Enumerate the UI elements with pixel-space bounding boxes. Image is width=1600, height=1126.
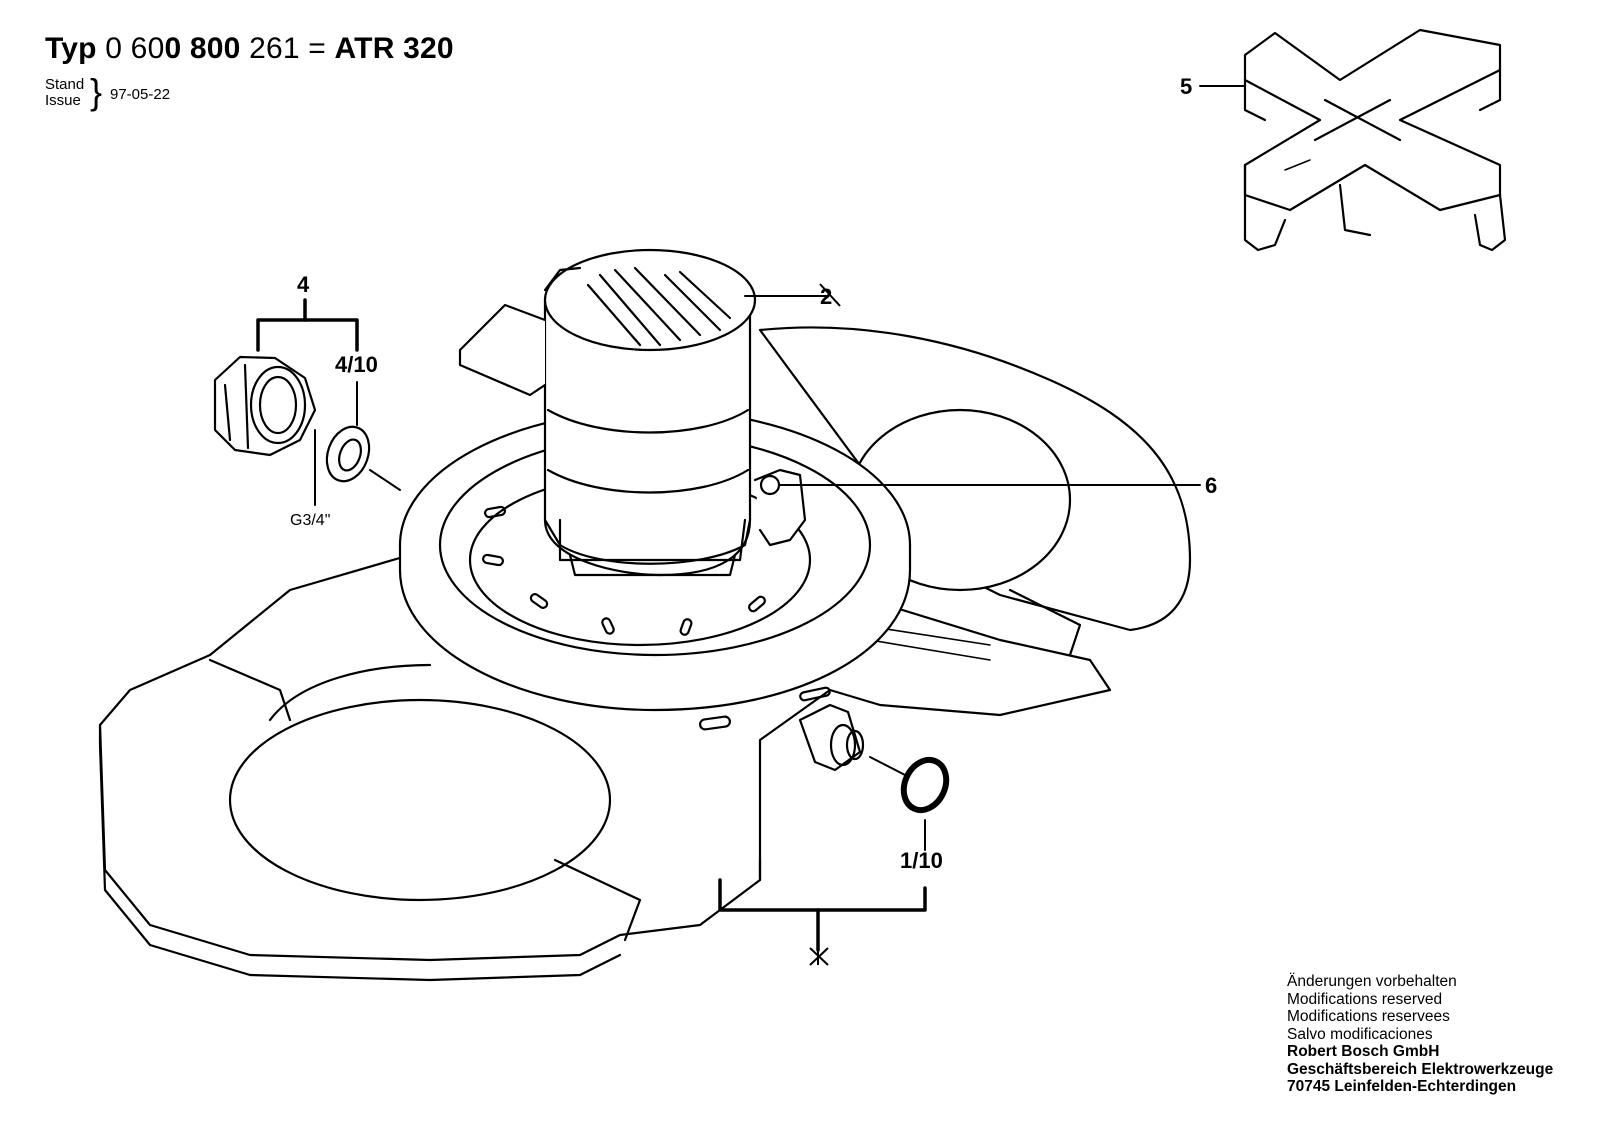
coupling-nut [213, 355, 317, 457]
strike-mark-icon [809, 283, 841, 966]
model-name: ATR 320 [334, 32, 454, 65]
footer-division: Geschäftsbereich Elektrowerkzeuge [1287, 1060, 1554, 1078]
issue-date: 97-05-22 [110, 86, 171, 103]
thread-size-label: G3/4" [290, 512, 330, 529]
stand-label: Stand [45, 76, 85, 93]
hose-connector [798, 703, 865, 772]
footer-line-de: Änderungen vorbehalten [1287, 973, 1457, 990]
footer-address: 70745 Leinfelden-Echterdingen [1287, 1078, 1517, 1095]
issue-label: Issue [45, 92, 81, 109]
motor-housing [458, 248, 807, 577]
callout-1-10: 1/10 [900, 848, 943, 873]
page-title: Typ 0 600 800 261 = ATR 320 [45, 32, 454, 66]
o-ring-1-10 [900, 756, 950, 814]
typ-label: Typ [45, 32, 97, 65]
stand-issue-labels: Stand Issue [45, 77, 84, 109]
footer-notice: Änderungen vorbehalten Modifications res… [1287, 973, 1553, 1096]
callout-6: 6 [1205, 473, 1217, 498]
brace-icon: } [90, 71, 103, 112]
washer-4-10 [325, 425, 371, 483]
callout-4: 4 [297, 272, 310, 297]
callout-4-10: 4/10 [335, 352, 378, 377]
callout-2: 2 [820, 284, 832, 309]
cross-spike-accessory [1243, 28, 1507, 252]
leader-lines [256, 85, 1246, 952]
footer-line-en: Modifications reserved [1287, 990, 1443, 1008]
footer-line-fr: Modifications reservees [1287, 1008, 1450, 1025]
part-number-c: 261 = [240, 32, 335, 65]
footer-company: Robert Bosch GmbH [1287, 1043, 1440, 1060]
callout-5: 5 [1180, 74, 1192, 99]
base-plate [98, 326, 1192, 982]
footer-line-es: Salvo modificaciones [1287, 1025, 1433, 1043]
part-number-a: 0 60 [105, 32, 165, 65]
part-number-b: 0 800 [164, 32, 241, 65]
